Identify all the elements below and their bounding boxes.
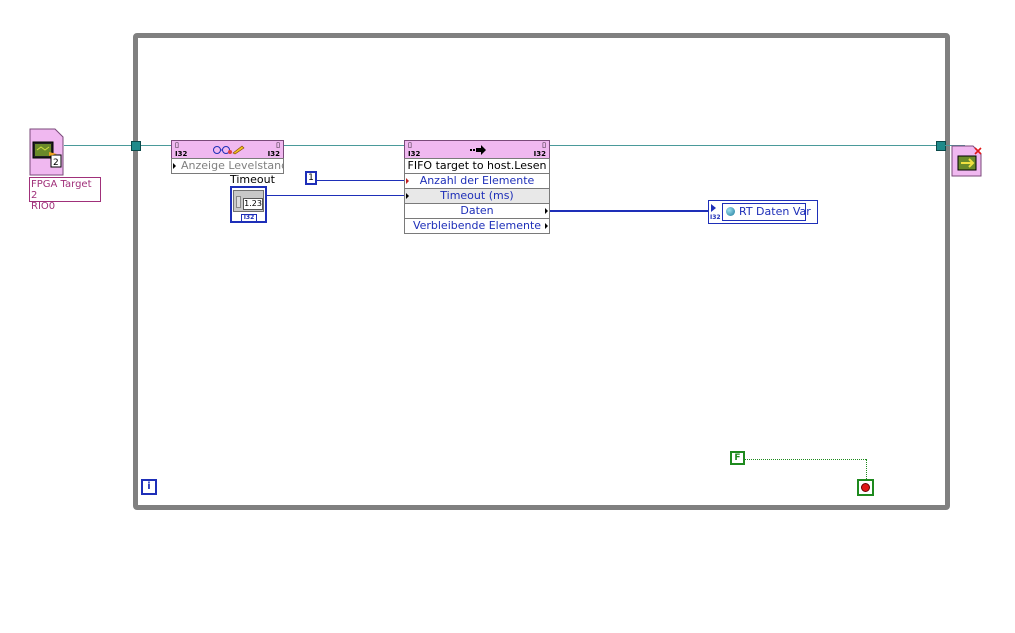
input-arrow-icon [406,178,409,184]
data-wire[interactable] [550,210,708,212]
loop-output-tunnel[interactable] [936,141,946,151]
timeout-type-badge: I32 [241,214,257,222]
write-terminal-icon [711,204,716,212]
boolean-wire[interactable] [745,459,866,460]
fifo-input-element-count[interactable]: Anzahl der Elemente [404,173,550,189]
fifo-method-node-header[interactable]: ▯ I32 ▯ I32 [404,140,550,159]
write-type-badge: I32 [710,214,721,221]
fpga-badge: 2 [53,158,59,168]
false-constant[interactable]: F [730,451,745,465]
shared-variable-name: RT Daten Var [739,205,811,218]
input-arrow-icon [406,193,409,199]
stop-icon [861,483,870,492]
close-reference-icon[interactable] [951,145,984,177]
element-count-wire[interactable] [317,180,404,181]
fpga-label-line2: RIO0 [31,201,56,212]
fifo-output-remaining[interactable]: Verbleibende Elemente [404,218,550,234]
method-arrow-icon [470,145,486,155]
output-arrow-icon [545,223,548,229]
timeout-value: 1.23 [243,198,263,210]
fpga-target-icon[interactable]: 2 [29,128,64,176]
fifo-method-name[interactable]: FIFO target to host.Lesen [404,158,550,174]
globe-icon [726,207,735,216]
iteration-terminal[interactable]: i [141,479,157,495]
property-row-arrow [173,163,176,169]
fpga-target-label: FPGA Target 2 RIO0 [29,177,101,212]
numeric-constant[interactable]: 1 [305,171,317,185]
property-node-row[interactable]: Anzeige Levelstand [171,158,284,174]
while-loop[interactable] [133,33,950,510]
increment-arrows-icon [236,196,241,208]
glasses-pencil-icon [213,145,245,155]
shared-variable-frame [722,203,806,221]
fpga-label-line1: FPGA Target 2 [31,179,92,201]
output-arrow-icon [545,208,548,214]
property-node-header[interactable]: ▯ I32 ▯ I32 [171,140,284,159]
timeout-label: Timeout [230,173,275,186]
timeout-wire[interactable] [267,195,404,196]
fifo-output-data[interactable]: Daten [404,203,550,219]
loop-input-tunnel[interactable] [131,141,141,151]
fifo-input-timeout[interactable]: Timeout (ms) [404,188,550,204]
boolean-wire-vertical[interactable] [866,459,867,479]
